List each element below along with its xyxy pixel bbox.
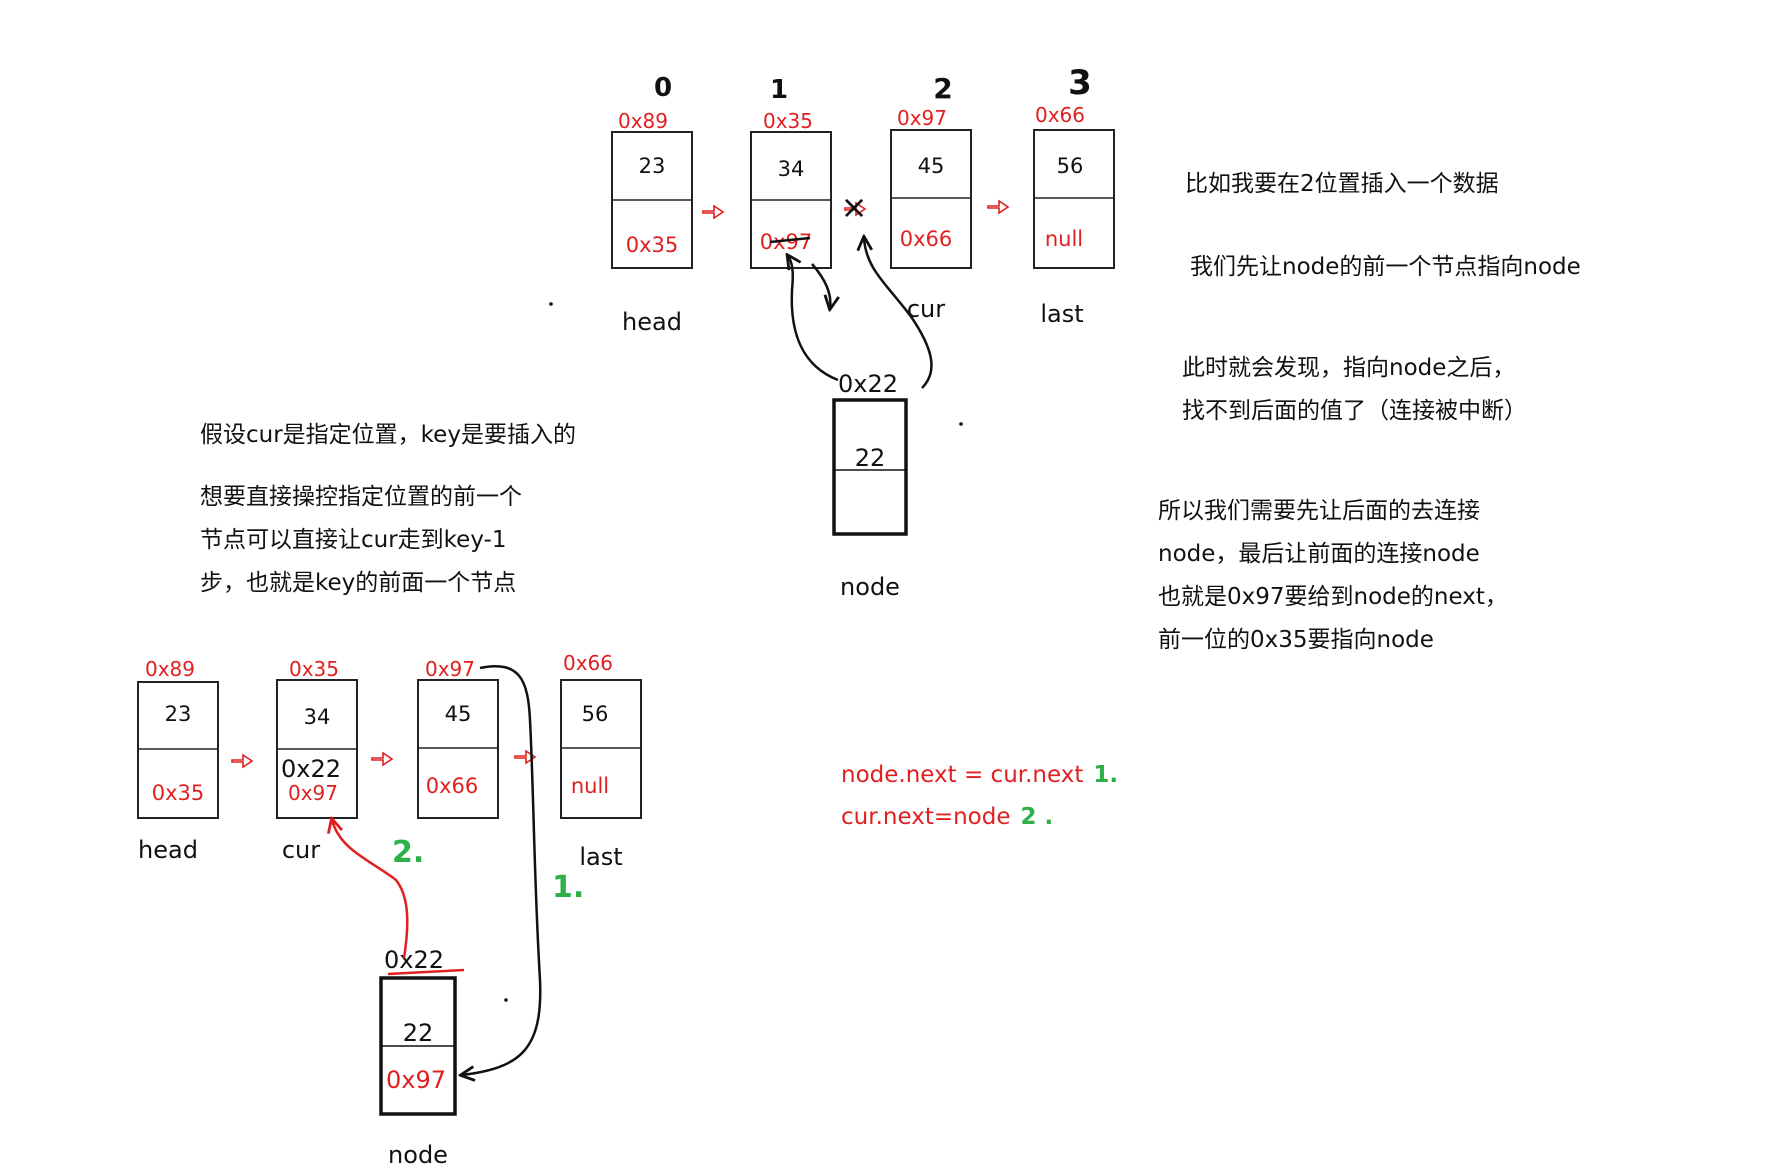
bottom-node-1: 0x35 34 0x22 0x97 cur xyxy=(276,657,358,864)
bottom-node-1-next-new: 0x22 xyxy=(281,755,341,783)
note-line: 步，也就是key的前面一个节点 xyxy=(200,570,517,596)
bottom-node-3-address: 0x66 xyxy=(563,651,613,675)
bottom-node-2-address: 0x97 xyxy=(425,657,475,681)
bottom-node-1-next-old: 0x97 xyxy=(288,781,338,805)
top-node-0-label: head xyxy=(622,308,682,336)
top-new-node-box xyxy=(832,398,908,536)
top-new-node-value: 22 xyxy=(855,444,886,472)
top-node-0-value: 23 xyxy=(639,154,666,178)
bottom-new-node-next: 0x97 xyxy=(386,1066,446,1094)
top-node-3-address: 0x66 xyxy=(1035,103,1085,127)
top-node-1-address: 0x35 xyxy=(763,109,813,133)
note-left-1: 假设cur是指定位置，key是要插入的 xyxy=(200,414,576,457)
bottom-link-arrow-0 xyxy=(231,753,254,769)
bottom-arrow-next-to-node xyxy=(462,665,542,1075)
top-node-3: 0x66 56 null last xyxy=(1033,103,1115,328)
bottom-arrow-prev-to-node xyxy=(332,820,409,959)
note-right-3: 此时就会发现，指向node之后， 找不到后面的值了（连接被中断） xyxy=(1182,347,1527,433)
bottom-new-node-address: 0x22 xyxy=(384,946,444,974)
code-line-1-text: node.next = cur.next xyxy=(841,762,1084,788)
top-node-2-box xyxy=(890,129,972,269)
top-node-2: 0x97 45 0x66 cur xyxy=(890,106,972,323)
index-2: 2 xyxy=(933,72,952,105)
top-node-3-label: last xyxy=(1040,300,1083,328)
top-new-node-label: node xyxy=(840,573,900,601)
bottom-node-1-address: 0x35 xyxy=(289,657,339,681)
note-line: 假设cur是指定位置，key是要插入的 xyxy=(200,422,576,448)
top-node-0-next: 0x35 xyxy=(626,233,679,257)
top-link-arrow-1 xyxy=(844,201,867,217)
bottom-node-3-value: 56 xyxy=(582,702,609,726)
note-line: 节点可以直接让cur走到key-1 xyxy=(200,527,507,553)
bottom-node-0-box xyxy=(137,681,219,819)
step-mark-1: 1. xyxy=(552,870,584,905)
index-0: 0 xyxy=(654,73,672,103)
step-mark-2: 2. xyxy=(392,835,424,870)
bottom-node-1-value: 34 xyxy=(304,705,331,729)
bottom-node-3-next: null xyxy=(571,774,609,798)
note-line: 也就是0x97要给到node的next， xyxy=(1158,584,1508,610)
bottom-node-0-address: 0x89 xyxy=(145,657,195,681)
note-right-1: 比如我要在2位置插入一个数据 xyxy=(1185,163,1499,206)
code-block: node.next = cur.next 1. cur.next=node 2 . xyxy=(841,754,1118,838)
top-node-2-next: 0x66 xyxy=(900,227,953,251)
top-node-1-value: 34 xyxy=(778,157,805,181)
top-node-1-next: 0x97 xyxy=(760,230,813,254)
code-line-2-step: 2 . xyxy=(1020,804,1054,830)
bottom-link-arrow-1 xyxy=(371,751,394,767)
bottom-node-3: 0x66 56 null last xyxy=(560,651,642,871)
top-node-2-value: 45 xyxy=(918,154,945,178)
note-line: 前一位的0x35要指向node xyxy=(1158,627,1434,653)
link-break-mark: × xyxy=(841,188,868,226)
top-node-0: 0x89 23 0x35 head xyxy=(611,109,693,336)
bottom-node-1-label: cur xyxy=(282,836,320,864)
bottom-node-3-box xyxy=(560,679,642,819)
code-line-2-text: cur.next=node xyxy=(841,804,1011,830)
top-link-arrow-0 xyxy=(702,204,725,220)
note-line: 找不到后面的值了（连接被中断） xyxy=(1182,398,1527,424)
note-line: 所以我们需要先让后面的去连接 xyxy=(1158,498,1480,524)
top-node-3-next: null xyxy=(1045,227,1083,251)
bottom-new-node-label: node xyxy=(388,1141,448,1169)
top-arrow-node-to-cur xyxy=(864,238,933,389)
bottom-node-0-next: 0x35 xyxy=(152,781,205,805)
bottom-node-0: 0x89 23 0x35 head xyxy=(137,657,219,864)
top-new-node-address: 0x22 xyxy=(838,370,898,398)
top-node-3-value: 56 xyxy=(1057,154,1084,178)
top-node-3-box xyxy=(1033,129,1115,269)
top-node-1: 0x35 34 0x97 xyxy=(750,109,832,269)
bottom-node-0-label: head xyxy=(138,836,198,864)
bottom-node-2-value: 45 xyxy=(445,702,472,726)
index-1: 1 xyxy=(770,75,788,105)
bottom-node-3-label: last xyxy=(579,843,622,871)
bottom-node-2: 0x97 45 0x66 xyxy=(417,657,499,819)
note-right-2: 我们先让node的前一个节点指向node xyxy=(1190,246,1581,289)
note-left-2: 想要直接操控指定位置的前一个 节点可以直接让cur走到key-1 步，也就是ke… xyxy=(200,476,522,605)
code-line-1: node.next = cur.next 1. xyxy=(841,754,1118,796)
code-line-1-step: 1. xyxy=(1093,762,1119,788)
top-node-2-address: 0x97 xyxy=(897,106,947,130)
bottom-new-node: 0x22 22 0x97 node xyxy=(379,946,465,1169)
note-line: 想要直接操控指定位置的前一个 xyxy=(200,484,522,510)
top-node-0-address: 0x89 xyxy=(618,109,668,133)
bottom-new-node-value: 22 xyxy=(403,1019,434,1047)
bottom-node-0-value: 23 xyxy=(165,702,192,726)
bottom-node-2-next: 0x66 xyxy=(426,774,479,798)
index-3: 3 xyxy=(1068,63,1092,103)
top-arrow-prev-to-node xyxy=(788,256,839,382)
note-line: 此时就会发现，指向node之后， xyxy=(1182,355,1516,381)
note-right-4: 所以我们需要先让后面的去连接 node，最后让前面的连接node 也就是0x97… xyxy=(1158,490,1508,662)
bottom-node-2-box xyxy=(417,679,499,819)
top-arrow-prev-down xyxy=(811,263,830,308)
note-line: 比如我要在2位置插入一个数据 xyxy=(1185,171,1499,197)
top-new-node: 0x22 22 node xyxy=(832,370,908,601)
note-line: 我们先让node的前一个节点指向node xyxy=(1190,254,1581,280)
note-line: node，最后让前面的连接node xyxy=(1158,541,1480,567)
top-link-arrow-2 xyxy=(987,199,1010,215)
code-line-2: cur.next=node 2 . xyxy=(841,796,1118,838)
